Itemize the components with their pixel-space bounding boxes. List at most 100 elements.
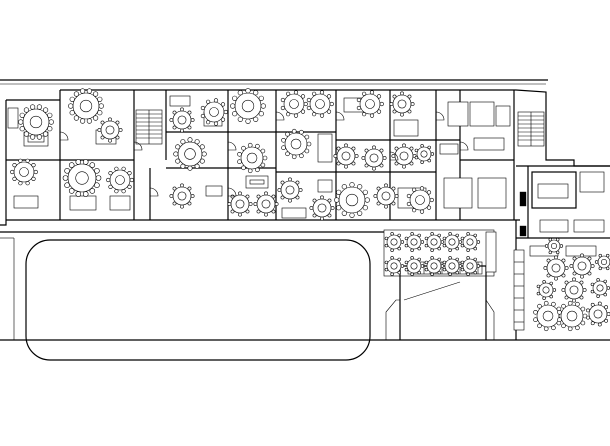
chair-icon xyxy=(86,88,92,94)
chair-icon xyxy=(245,194,250,199)
chair-icon xyxy=(604,305,609,310)
chair-icon xyxy=(404,236,409,241)
chair-icon xyxy=(362,205,368,211)
chair-icon xyxy=(537,303,542,309)
chair-icon xyxy=(248,202,253,206)
chair-icon xyxy=(180,204,184,209)
chair-icon xyxy=(391,201,396,206)
chair-icon xyxy=(394,146,399,151)
chair-icon xyxy=(334,197,340,203)
chair-icon xyxy=(264,212,268,217)
chair-icon xyxy=(473,233,477,238)
round-table-icon xyxy=(460,232,481,252)
chair-icon xyxy=(94,168,100,174)
round-table-icon xyxy=(389,91,415,117)
chair-icon xyxy=(312,213,317,218)
chair-icon xyxy=(194,139,200,145)
chair-icon xyxy=(437,270,441,275)
chair-icon xyxy=(384,183,388,188)
chair-icon xyxy=(286,112,291,117)
chair-icon xyxy=(94,182,100,188)
chair-icon xyxy=(82,159,89,165)
chair-icon xyxy=(590,302,595,307)
chair-icon xyxy=(376,186,381,191)
door-swing-icon xyxy=(389,151,399,161)
chair-icon xyxy=(256,209,261,214)
round-table-icon xyxy=(200,98,228,126)
chair-icon xyxy=(172,201,177,206)
chair-icon xyxy=(97,96,103,102)
chair-icon xyxy=(92,91,99,97)
chair-icon xyxy=(384,204,388,209)
chair-icon xyxy=(567,300,573,306)
chair-icon xyxy=(341,184,347,190)
door-swing-icon xyxy=(133,141,143,151)
round-table-icon xyxy=(333,143,359,169)
chair-icon xyxy=(199,144,205,150)
round-table-icon xyxy=(424,232,445,252)
chair-icon xyxy=(29,104,36,110)
chair-icon xyxy=(384,267,389,272)
chair-icon xyxy=(285,151,290,157)
chair-icon xyxy=(564,295,569,300)
chair-icon xyxy=(95,175,102,181)
chair-icon xyxy=(115,120,120,125)
round-table-icon xyxy=(544,237,564,255)
door-swing-icon xyxy=(459,141,469,151)
door-swing-icon xyxy=(435,111,445,121)
chair-icon xyxy=(397,233,401,238)
chair-icon xyxy=(64,168,70,174)
round-table-icon xyxy=(543,255,569,281)
round-table-icon xyxy=(561,277,587,303)
chair-icon xyxy=(362,112,367,117)
chair-icon xyxy=(424,243,429,248)
chair-icon xyxy=(241,165,246,171)
chair-icon xyxy=(605,253,610,258)
chair-icon xyxy=(536,291,541,296)
chair-icon xyxy=(603,279,607,284)
chair-icon xyxy=(295,195,300,200)
chair-icon xyxy=(260,148,266,154)
chair-icon xyxy=(172,186,177,191)
chair-icon xyxy=(277,188,282,192)
chair-icon xyxy=(115,135,120,140)
chair-icon xyxy=(291,154,297,160)
chair-icon xyxy=(285,131,290,137)
chair-icon xyxy=(23,131,30,137)
chair-icon xyxy=(460,267,465,272)
chair-icon xyxy=(402,164,406,169)
chair-icon xyxy=(255,167,260,173)
chair-icon xyxy=(247,142,253,148)
chair-icon xyxy=(281,138,286,143)
chair-icon xyxy=(561,258,566,263)
chair-icon xyxy=(36,104,43,110)
chair-icon xyxy=(232,95,238,101)
chair-icon xyxy=(455,257,459,262)
round-table-icon xyxy=(442,256,463,276)
chair-icon xyxy=(280,180,285,185)
chair-icon xyxy=(426,205,432,210)
chair-icon xyxy=(306,141,312,147)
chair-icon xyxy=(572,298,576,303)
chair-icon xyxy=(407,109,412,114)
chair-icon xyxy=(344,143,348,148)
chair-icon xyxy=(82,191,89,197)
chair-icon xyxy=(303,101,308,107)
chair-icon xyxy=(344,164,348,169)
chair-icon xyxy=(356,97,362,103)
chair-icon xyxy=(230,209,235,214)
chair-icon xyxy=(200,113,205,119)
chair-icon xyxy=(206,99,211,104)
chair-icon xyxy=(47,112,53,118)
chair-icon xyxy=(417,233,421,238)
chair-icon xyxy=(320,195,324,200)
chair-icon xyxy=(476,264,481,268)
chair-icon xyxy=(420,240,425,244)
chair-icon xyxy=(409,146,414,151)
chair-icon xyxy=(419,209,425,214)
chair-icon xyxy=(412,187,417,192)
chair-icon xyxy=(201,151,207,157)
round-table-icon xyxy=(384,232,405,252)
chair-icon xyxy=(190,194,195,198)
chair-icon xyxy=(448,248,452,252)
